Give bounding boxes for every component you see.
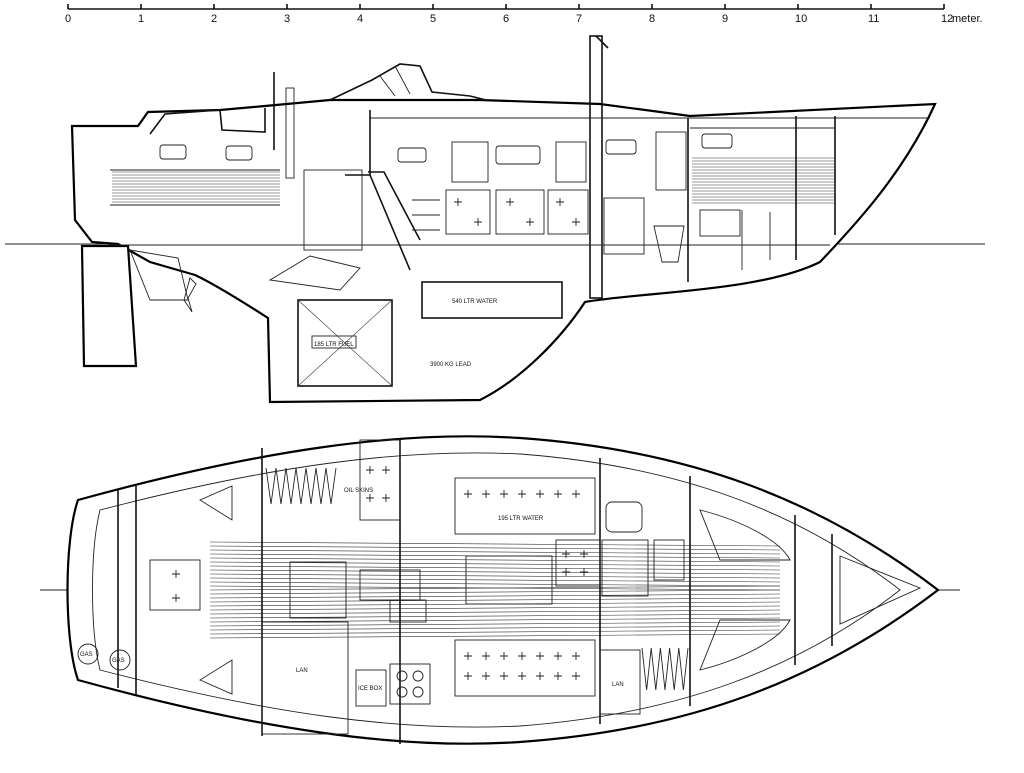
heads [603, 131, 741, 263]
water-tank-plan-label: 195 LTR WATER [498, 516, 544, 522]
side-profile: 540 LTR WATER 185 LTR FUEL 3900 KG LEAD [70, 35, 937, 404]
scale-tick-label: 1 [138, 13, 144, 25]
scale-tick-label: 2 [211, 13, 217, 25]
scale-tick-label: 4 [357, 13, 363, 25]
aft-locker [261, 621, 349, 735]
quarter-berth-box [149, 559, 201, 611]
scale-tick-label: 0 [65, 13, 71, 25]
wash-basin [605, 501, 643, 533]
engine-box-plan [289, 561, 347, 619]
water-tank [421, 281, 563, 319]
doghouse [329, 63, 487, 101]
rudder [80, 244, 138, 368]
scale-tick-label: 11 [868, 13, 879, 25]
settee-plan [454, 639, 596, 697]
scale-tick-label: 5 [430, 13, 436, 25]
water-tank-label: 540 LTR WATER [452, 299, 498, 305]
galley-lockers [445, 141, 589, 235]
heads-compartment [601, 539, 649, 597]
fore-locker [599, 649, 641, 715]
plan-hull [66, 435, 940, 745]
burner-icon [412, 686, 424, 698]
scale-tick-label: 7 [576, 13, 582, 25]
plan-inner-deck [92, 452, 901, 728]
scale-tick-label: 6 [503, 13, 509, 25]
scale-tick-label: 12 [941, 13, 953, 25]
mast-fitting [595, 35, 609, 49]
fuel-tank [297, 299, 393, 387]
profile-hull [70, 98, 937, 404]
fuel-label-bg [311, 335, 357, 349]
scale-tick-label: 10 [795, 13, 807, 25]
water-tank-plan [454, 477, 596, 535]
stove [389, 663, 431, 705]
aft-berth-hatching [112, 171, 280, 203]
fuel-tank-label: 185 LTR FUEL [314, 342, 354, 348]
bulkheads [110, 110, 836, 282]
propeller-icon [183, 277, 197, 313]
sprayhood [379, 65, 411, 97]
oil-skins-locker [359, 439, 401, 521]
engine [268, 255, 361, 291]
plan-locker-crosses [172, 466, 588, 680]
exhaust-pipe [285, 87, 295, 179]
burner-icon [412, 670, 424, 682]
portlights [159, 133, 733, 165]
galley-locker [555, 539, 601, 587]
plan-view: GAS GAS OIL SKINS 195 LTR WATER [40, 435, 960, 745]
fore-berth-cushion [699, 619, 791, 671]
burner-icon [396, 670, 408, 682]
scale-tick-label: 8 [649, 13, 655, 25]
gas-locker-stbd-icon [109, 649, 131, 671]
skeg [129, 249, 189, 301]
scale-tick-label: 3 [284, 13, 290, 25]
gas-stbd-label: GAS [112, 658, 125, 664]
fore-berth-hatching [692, 157, 834, 204]
scale-unit-label: meter. [952, 13, 983, 25]
chain-locker [839, 555, 922, 625]
aft-berth-cushion [199, 485, 233, 521]
oil-skins-label: OIL SKINS [344, 488, 373, 494]
plan-stern: GAS GAS [77, 486, 137, 695]
scale-tick-label: 9 [722, 13, 728, 25]
fore-berth-cushion [699, 509, 791, 561]
chart-table [389, 599, 427, 623]
burner-icon [396, 686, 408, 698]
cabin-sole-hatching [209, 541, 781, 639]
plan-bulkheads [261, 440, 833, 744]
gas-locker-port-icon [77, 643, 99, 665]
plan-hanging-lockers [265, 467, 689, 691]
cockpit [149, 108, 266, 135]
fore-locker-label: LAN [612, 682, 624, 688]
aft-berth-cushion [199, 659, 233, 695]
toilet [653, 539, 685, 581]
saloon-table [465, 555, 553, 605]
ice-box [355, 669, 387, 707]
aft-locker-label: LAN [296, 668, 308, 674]
gas-port-label: GAS [80, 652, 93, 658]
engine-box [303, 169, 363, 251]
fuel-tank-diagonals [297, 299, 393, 387]
ice-box-label: ICE BOX [358, 686, 382, 692]
plan-furniture: OIL SKINS 195 LTR WATER ICE BOX LAN LAN [149, 439, 922, 735]
lead-keel-label: 3900 KG LEAD [430, 362, 472, 368]
